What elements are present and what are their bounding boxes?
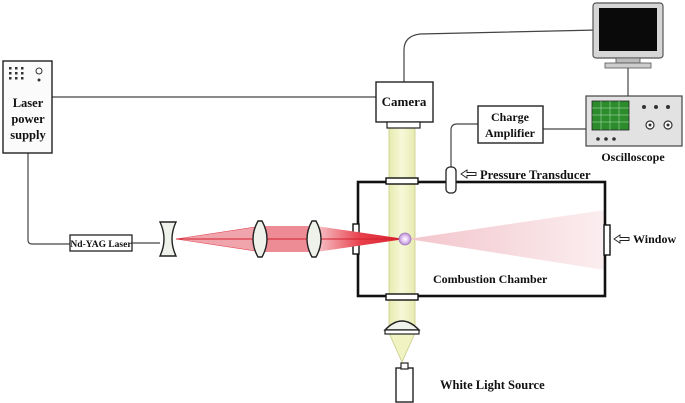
laser-power-supply-label-3: supply <box>10 128 46 142</box>
laser-power-supply-label-2: power <box>11 112 45 126</box>
condenser-lens <box>383 320 421 335</box>
power-supply-icon <box>2 60 53 154</box>
camera-lens-mount <box>386 121 421 129</box>
focusing-lens <box>306 220 322 258</box>
wire-camera-monitor <box>403 29 599 82</box>
wire-supply-laser <box>27 152 70 245</box>
charge-amplifier-box <box>477 105 544 144</box>
charge-amplifier-label-2: Amplifier <box>485 126 536 140</box>
diverging-lens <box>158 221 178 257</box>
laser-power-supply-label-1: Laser <box>13 96 44 110</box>
pressure-transducer-label: Pressure Transducer <box>480 168 591 182</box>
top-window <box>385 177 419 185</box>
camera-label: Camera <box>382 94 427 109</box>
combustion-chamber-label: Combustion Chamber <box>433 272 548 286</box>
laser-power-supply: Laser power supply <box>2 60 53 154</box>
collimating-lens <box>252 220 268 258</box>
monitor-icon <box>592 2 664 69</box>
window-label: Window <box>633 232 676 246</box>
signal-wires <box>27 29 629 245</box>
scattered-light <box>408 210 605 270</box>
nd-yag-laser-label: Nd-YAG Laser <box>70 240 132 250</box>
combustion-chamber: Combustion Chamber <box>352 177 611 301</box>
window-callout: Window <box>613 232 676 246</box>
lens-icon <box>158 221 178 257</box>
monitor <box>592 2 664 69</box>
pressure-transducer-icon <box>445 166 457 194</box>
laser-beam <box>175 225 405 253</box>
light-cone <box>388 332 416 363</box>
lamp-icon <box>395 367 414 403</box>
arrow-left-icon <box>613 234 630 244</box>
lens-icon <box>306 220 322 258</box>
lens-icon <box>252 220 268 258</box>
camera: Camera <box>375 81 434 129</box>
white-light-source: White Light Source <box>395 362 545 403</box>
wire-transducer-amplifier <box>450 123 478 168</box>
oscilloscope: Oscilloscope <box>585 95 683 164</box>
oscilloscope-icon <box>585 95 683 147</box>
arrow-left-icon <box>460 169 477 179</box>
bottom-window <box>385 293 419 301</box>
right-window <box>603 224 611 256</box>
white-light-source-label: White Light Source <box>440 378 545 392</box>
charge-amplifier: Charge Amplifier <box>477 105 544 144</box>
oscilloscope-label: Oscilloscope <box>601 150 665 164</box>
ignition-spot <box>398 232 412 246</box>
nd-yag-laser: Nd-YAG Laser <box>69 234 160 252</box>
pressure-transducer: Pressure Transducer <box>445 166 591 194</box>
charge-amplifier-label-1: Charge <box>491 110 530 124</box>
